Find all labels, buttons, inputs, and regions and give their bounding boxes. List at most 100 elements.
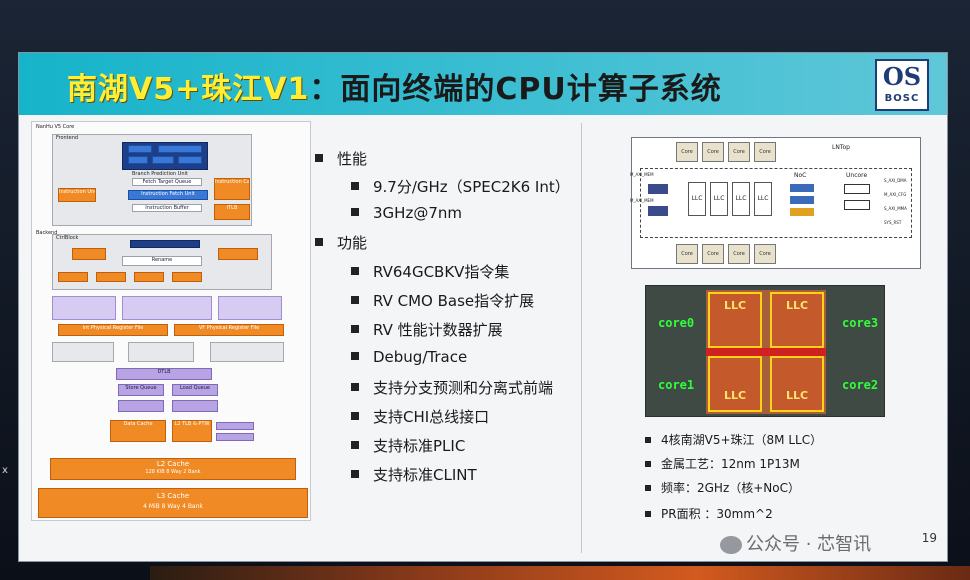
dtlb-block: DTLB	[116, 368, 212, 380]
bullet-icon	[351, 181, 359, 190]
bullet-icon	[351, 382, 359, 391]
bullet-icon	[645, 460, 651, 467]
load-queue-raw	[172, 400, 218, 412]
feature-item: RV64GCBKV指令集	[351, 261, 509, 282]
sig-left-1: M_AXI_MEM	[630, 172, 654, 177]
core-architecture-diagram: NanHu V5 Core Frontend Branch Prediction…	[31, 121, 311, 521]
uncore-block-2	[844, 200, 870, 210]
bullet-icon	[351, 411, 359, 420]
feature-item: 支持标准CLINT	[351, 464, 477, 485]
die-core3: core3	[842, 316, 879, 330]
ibuf-block: Instruction Buffer	[132, 204, 202, 212]
cpg-block-1	[648, 184, 668, 194]
noc-llc-2: LLC	[710, 182, 728, 216]
column-divider	[581, 123, 582, 553]
noc-core-top-2: Core	[702, 142, 724, 162]
noc-bridge-1	[790, 184, 814, 192]
l2-cache-detail: 128 KiB 8 Way 2 Bank	[145, 469, 201, 475]
bosc-logo-text: BOSC	[884, 93, 920, 104]
die-core2: core2	[842, 378, 879, 392]
sig-right-2: M_AXI_CFG	[884, 192, 907, 197]
feature-item: RV 性能计数器扩展	[351, 319, 503, 340]
spec-item: 4核南湖V5+珠江（8M LLC）	[645, 431, 822, 448]
spec-text: 4核南湖V5+珠江（8M LLC）	[661, 433, 823, 447]
title-separator: ：	[309, 72, 341, 107]
l2tlb-block: L2 TLB & PTW	[172, 420, 212, 442]
committed-store-buffer	[118, 400, 164, 412]
title-bar: 南湖V5+珠江V1：面向终端的CPU计算子系统 OS BOSC	[19, 53, 947, 115]
core-label: NanHu V5 Core	[36, 124, 75, 130]
feature-item: Debug/Trace	[351, 348, 467, 366]
spec-text: 金属工艺：12nm 1P13M	[661, 457, 800, 471]
cpg-block-2	[648, 206, 668, 216]
feature-item: RV CMO Base指令扩展	[351, 290, 534, 311]
feature-text: RV 性能计数器扩展	[373, 321, 503, 339]
noc-bridge-3	[790, 208, 814, 216]
dcache-block: Data Cache	[110, 420, 166, 442]
bpu-sub-4	[152, 156, 174, 164]
stage-lighting	[150, 566, 970, 580]
uncore-label: Uncore	[846, 172, 868, 179]
noc-bridge-2	[790, 196, 814, 204]
title-highlight: 南湖V5+珠江V1	[67, 72, 310, 107]
bosc-logo-icon: OS	[882, 62, 922, 91]
bullet-icon	[645, 510, 651, 517]
feature-text: RV64GCBKV指令集	[373, 263, 510, 281]
feature-text: 3GHz@7nm	[373, 204, 462, 222]
sig-left-2: M_AXI_MEM	[630, 198, 654, 203]
bullet-icon	[351, 440, 359, 449]
die-llc-4: LLC	[770, 356, 824, 412]
title-main: 面向终端的CPU计算子系统	[340, 72, 722, 107]
noc-llc-3: LLC	[732, 182, 750, 216]
feature-item: 性能	[315, 148, 367, 169]
feature-item: 支持CHI总线接口	[351, 406, 489, 427]
decode-block	[130, 240, 200, 248]
dispatch-1	[58, 272, 88, 282]
frontend-label: Frontend	[56, 135, 79, 141]
dispatch-2	[96, 272, 126, 282]
bpu-sub-2	[158, 145, 202, 153]
noc-core-bottom-1: Core	[676, 244, 698, 264]
feature-text: RV CMO Base指令扩展	[373, 292, 535, 310]
noc-llc-4: LLC	[754, 182, 772, 216]
noc-diagram: Core Core Core Core LNTop NoC Uncore LLC…	[630, 137, 921, 269]
icache-block: Instruction Cache	[214, 178, 250, 200]
noc-core-top-4: Core	[754, 142, 776, 162]
spec-text: PR面积 ：30mm^2	[661, 507, 773, 521]
itlb-block: ITLB	[214, 204, 250, 220]
feature-item: 支持分支预测和分离式前端	[351, 377, 553, 398]
bpu-sub-3	[128, 156, 148, 164]
die-core0: core0	[658, 316, 695, 330]
mem-exublock	[128, 342, 194, 362]
int-exublock	[52, 342, 114, 362]
presentation-slide: 南湖V5+珠江V1：面向终端的CPU计算子系统 OS BOSC NanHu V5…	[18, 52, 948, 562]
l3-cache-label: L3 Cache	[156, 492, 190, 500]
die-llc-3: LLC	[708, 356, 762, 412]
vf-scheduler	[218, 296, 282, 320]
int-scheduler	[52, 296, 116, 320]
load-queue: Load Queue	[172, 384, 218, 396]
l3-cache-detail: 4 MiB 8 Way 4 Bank	[143, 503, 203, 510]
die-photo: LLC LLC LLC LLC core0 core3 core1 core2	[645, 285, 885, 417]
bosc-logo: OS BOSC	[875, 59, 929, 111]
feature-text: 功能	[337, 234, 368, 252]
bullet-icon	[351, 324, 359, 333]
lntop-label: LNTop	[832, 144, 850, 151]
noc-core-top-3: Core	[728, 142, 750, 162]
rename-block: Rename	[122, 256, 202, 266]
spec-text: 频率：2GHz（核+NoC）	[661, 481, 801, 495]
sig-right-4: SYS_RST	[884, 220, 902, 225]
page-number: 19	[921, 531, 937, 545]
edge-mark: x	[2, 465, 8, 476]
uncore-block-1	[844, 184, 870, 194]
noc-core-bottom-3: Core	[728, 244, 750, 264]
watermark-text: 公众号 · 芯智讯	[746, 534, 872, 555]
feature-text: 支持标准CLINT	[373, 466, 477, 484]
store-queue: Store Queue	[118, 384, 164, 396]
slide-title: 南湖V5+珠江V1：面向终端的CPU计算子系统	[67, 64, 722, 108]
feature-text: 9.7分/GHz（SPEC2K6 Int）	[373, 178, 570, 196]
snapshot-block	[72, 248, 106, 260]
ctrlblock-label: CtrlBlock	[56, 235, 79, 241]
feature-text: Debug/Trace	[373, 348, 468, 366]
